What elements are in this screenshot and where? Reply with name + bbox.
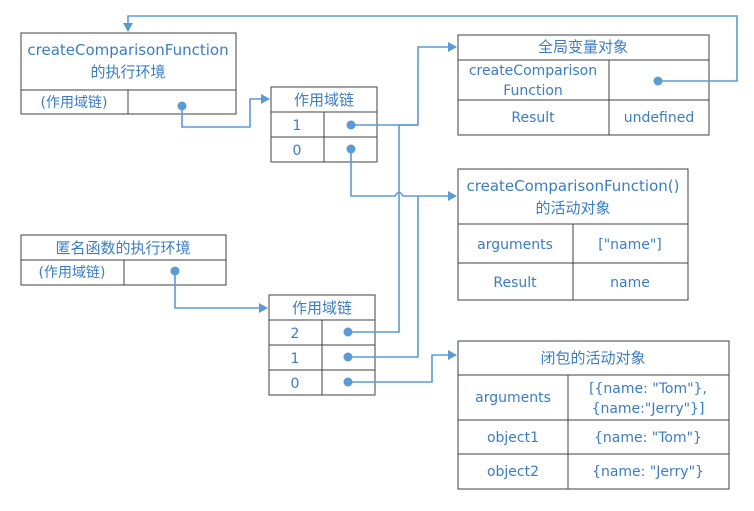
activation-object-title-line2: 的活动对象 (535, 199, 610, 217)
closure-object-title: 闭包的活动对象 (540, 349, 645, 367)
closure-object-value: {name: "Tom"} (594, 430, 702, 446)
activation-object-title-line1: createComparisonFunction() (467, 177, 680, 195)
exec-context-title-line1: createComparisonFunction (27, 41, 228, 59)
connector-arrow (348, 350, 457, 383)
exec-context-scope-label: (作用域链) (41, 95, 108, 111)
global-object-key-line1: createComparison (469, 63, 597, 79)
scope-chain-1-title: 作用域链 (294, 91, 354, 109)
activation-object-key: arguments (477, 237, 553, 253)
connector-arrow (123, 15, 738, 82)
scope-chain-1-index: 0 (293, 143, 302, 159)
anon-context-box: 匿名函数的执行环境 (作用域链) (20, 234, 227, 286)
scope-chain-2-title: 作用域链 (292, 299, 352, 317)
scope-chain-1-index: 1 (293, 118, 302, 134)
closure-object-args-line1: [{name: "Tom"}, (589, 381, 707, 397)
connector-arrow (348, 196, 419, 358)
closure-object-box: 闭包的活动对象 arguments [{name: "Tom"}, {name:… (457, 340, 730, 490)
scope-chain-1-box: 作用域链 1 0 (270, 86, 378, 163)
connector-arrow (348, 124, 418, 333)
global-object-key-line2: Function (503, 83, 563, 99)
closure-object-args-line2: {name:"Jerry"}] (592, 401, 705, 417)
global-object-box: 全局变量对象 createComparison Function Result … (457, 34, 710, 136)
closure-object-key: arguments (475, 390, 551, 406)
connector-arrow (181, 94, 270, 128)
scope-chain-2-box: 作用域链 2 1 0 (268, 294, 376, 396)
anon-context-title: 匿名函数的执行环境 (55, 239, 190, 257)
closure-object-key: object2 (487, 464, 539, 480)
global-object-value: undefined (624, 110, 694, 126)
activation-object-key: Result (493, 275, 537, 291)
global-object-title: 全局变量对象 (538, 38, 628, 56)
connector-arrow (351, 42, 457, 126)
closure-object-key: object1 (487, 430, 539, 446)
activation-object-value: name (610, 275, 650, 291)
scope-chain-2-index: 0 (291, 376, 300, 392)
global-object-key: Result (511, 110, 555, 126)
anon-context-scope-label: (作用域链) (39, 265, 106, 281)
exec-context-box: createComparisonFunction 的执行环境 (作用域链) (20, 32, 237, 115)
closure-object-value: {name: "Jerry"} (592, 464, 704, 480)
scope-chain-2-index: 1 (291, 351, 300, 367)
activation-object-box: createComparisonFunction() 的活动对象 argumen… (457, 168, 689, 301)
scope-chain-2-index: 2 (291, 326, 300, 342)
exec-context-title-line2: 的执行环境 (90, 63, 165, 81)
activation-object-value: ["name"] (598, 237, 662, 253)
connector-arrow (174, 271, 268, 313)
